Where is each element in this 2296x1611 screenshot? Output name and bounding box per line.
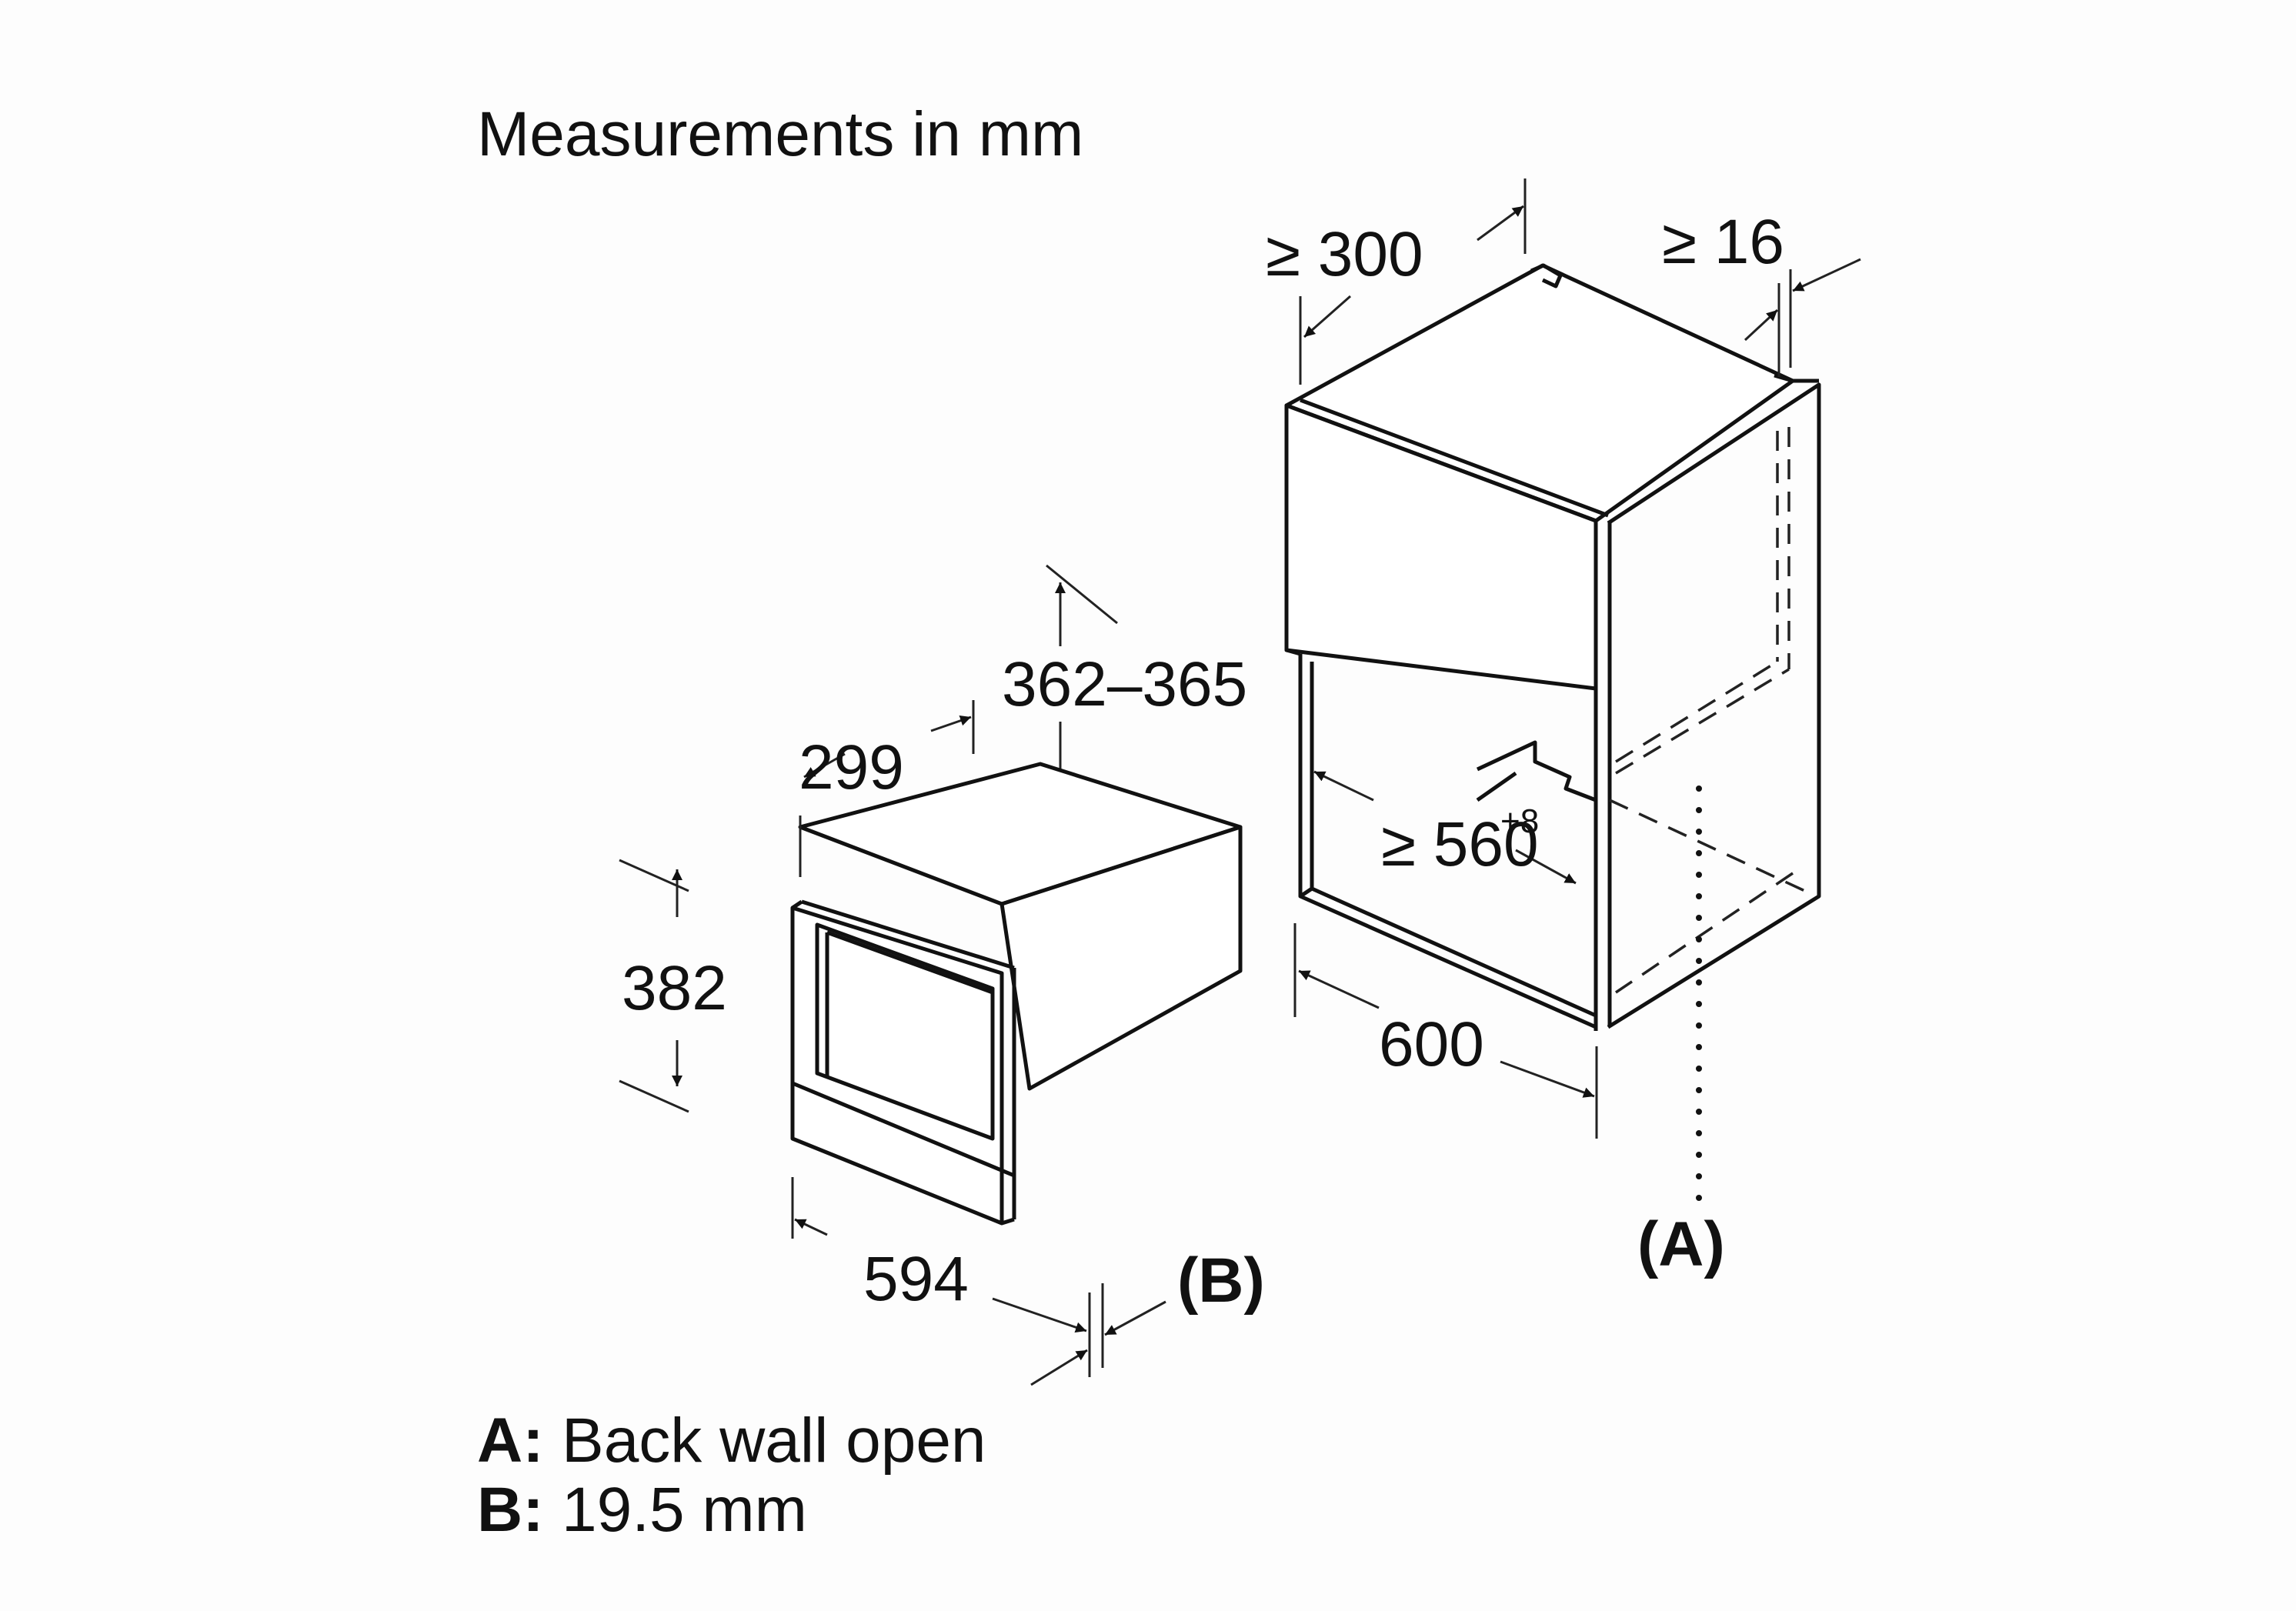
- legend: A: Back wall open B: 19.5 mm: [477, 1406, 986, 1545]
- svg-text:Back wall open: Back wall open: [562, 1406, 986, 1476]
- svg-text:299: 299: [799, 732, 904, 802]
- svg-text:19.5 mm: 19.5 mm: [562, 1475, 807, 1545]
- callout-b: (B): [1177, 1246, 1265, 1316]
- svg-text:≥ 16: ≥ 16: [1662, 207, 1784, 277]
- callout-a: (A): [1637, 1209, 1725, 1279]
- dim-frame-offset: (B): [1030, 1246, 1265, 1386]
- legend-item-a: A: Back wall open: [477, 1406, 986, 1476]
- svg-text:600: 600: [1379, 1009, 1484, 1079]
- svg-text:382: 382: [622, 953, 727, 1023]
- svg-text:≥ 300: ≥ 300: [1266, 219, 1423, 289]
- dim-appliance-depth: 299: [799, 700, 975, 877]
- svg-text:362–365: 362–365: [1002, 649, 1247, 719]
- dim-appliance-height: 382: [619, 859, 727, 1113]
- legend-item-b: B: 19.5 mm: [477, 1475, 807, 1545]
- microwave-appliance: [790, 762, 1243, 1226]
- svg-text:+8: +8: [1500, 802, 1539, 840]
- dim-opening-width: ≥ 560 +8: [1313, 770, 1577, 885]
- dim-opening-height: 362–365: [1002, 564, 1247, 844]
- dim-appliance-width: 594: [791, 1177, 1087, 1333]
- svg-text:A:: A:: [477, 1406, 544, 1476]
- svg-text:594: 594: [863, 1244, 969, 1314]
- cabinet-niche: [1284, 263, 1821, 1203]
- svg-text:B:: B:: [477, 1475, 544, 1545]
- page-title: Measurements in mm: [477, 99, 1083, 169]
- dim-rear-clearance: ≥ 300: [1266, 178, 1527, 385]
- svg-text:≥ 560: ≥ 560: [1381, 809, 1539, 879]
- dim-side-gap: ≥ 16: [1662, 207, 1861, 377]
- dim-cabinet-width: 600: [1293, 923, 1598, 1139]
